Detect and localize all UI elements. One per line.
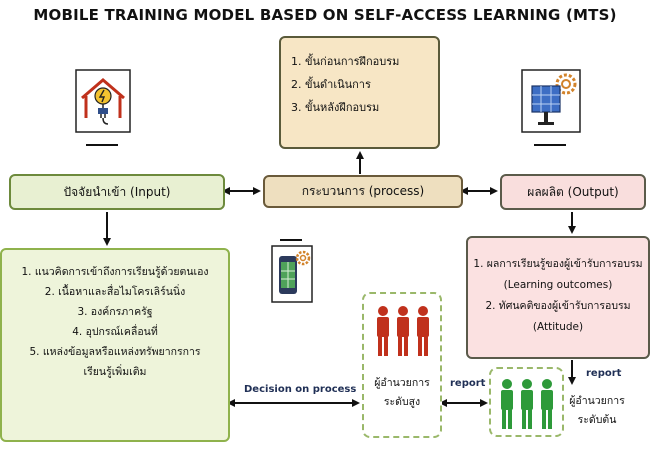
solar-panel-gear-icon xyxy=(520,66,582,136)
input-box: ปัจจัยนำเข้า (Input) xyxy=(9,174,225,210)
outputs-list-box: 1. ผลการเรียนรู้ของผู้เข้ารับการอบรม (Le… xyxy=(466,236,650,359)
input-item-4: 4. อุปกรณ์เคลื่อนที่ xyxy=(72,326,158,338)
output-item-2: 2. ทัศนคติของผู้เข้ารับการอบรม xyxy=(485,300,631,312)
building-power-icon xyxy=(72,66,134,136)
process-label: กระบวนการ (process) xyxy=(301,184,425,198)
low-admin-box xyxy=(489,367,564,437)
high-admin-box: ผู้อำนวยการ ระดับสูง xyxy=(362,292,442,438)
output-label: ผลผลิต (Output) xyxy=(527,184,619,199)
low-admin-label: ผู้อำนวยการ ระดับต้น xyxy=(569,395,625,426)
output-box: ผลผลิต (Output) xyxy=(500,174,646,210)
phone-gear-icon xyxy=(270,244,314,304)
green-people-icon xyxy=(501,379,553,429)
process-box: กระบวนการ (process) xyxy=(263,175,463,208)
step-2: 2. ขั้นดำเนินการ xyxy=(291,78,371,91)
input-item-3: 3. องค์กรภาครัฐ xyxy=(77,306,153,318)
high-admin-label: ผู้อำนวยการ ระดับสูง xyxy=(374,377,430,408)
step-1: 1. ขั้นก่อนการฝึกอบรม xyxy=(291,55,400,68)
input-item-5: 5. แหล่งข้อมูลหรือแหล่งทรัพยากรการ xyxy=(29,346,201,358)
input-item-2: 2. เนื้อหาและสื่อไมโครเลิร์นนิ่ง xyxy=(44,286,186,298)
input-item-5-cont: เรียนรู้เพิ่มเติม xyxy=(83,366,147,378)
input-item-1: 1. แนวคิดการเข้าถึงการเรียนรู้ด้วยตนเอง xyxy=(21,266,209,278)
output-item-1: 1. ผลการเรียนรู้ของผู้เข้ารับการอบรม xyxy=(473,258,643,270)
inputs-list-box: 1. แนวคิดการเข้าถึงการเรียนรู้ด้วยตนเอง … xyxy=(0,248,230,442)
output-item-2-en: (Attitude) xyxy=(532,321,584,333)
report-label-between: report xyxy=(450,378,486,389)
diagram-title: MOBILE TRAINING MODEL BASED ON SELF-ACCE… xyxy=(33,6,617,24)
input-label: ปัจจัยนำเข้า (Input) xyxy=(63,184,171,199)
decision-label: Decision on process xyxy=(244,384,357,395)
red-people-icon xyxy=(377,306,429,356)
report-label-right: report xyxy=(586,368,622,379)
step-3: 3. ขั้นหลังฝึกอบรม xyxy=(291,101,380,114)
process-steps-box: 1. ขั้นก่อนการฝึกอบรม 2. ขั้นดำเนินการ 3… xyxy=(279,36,440,149)
output-item-1-en: (Learning outcomes) xyxy=(503,279,613,291)
